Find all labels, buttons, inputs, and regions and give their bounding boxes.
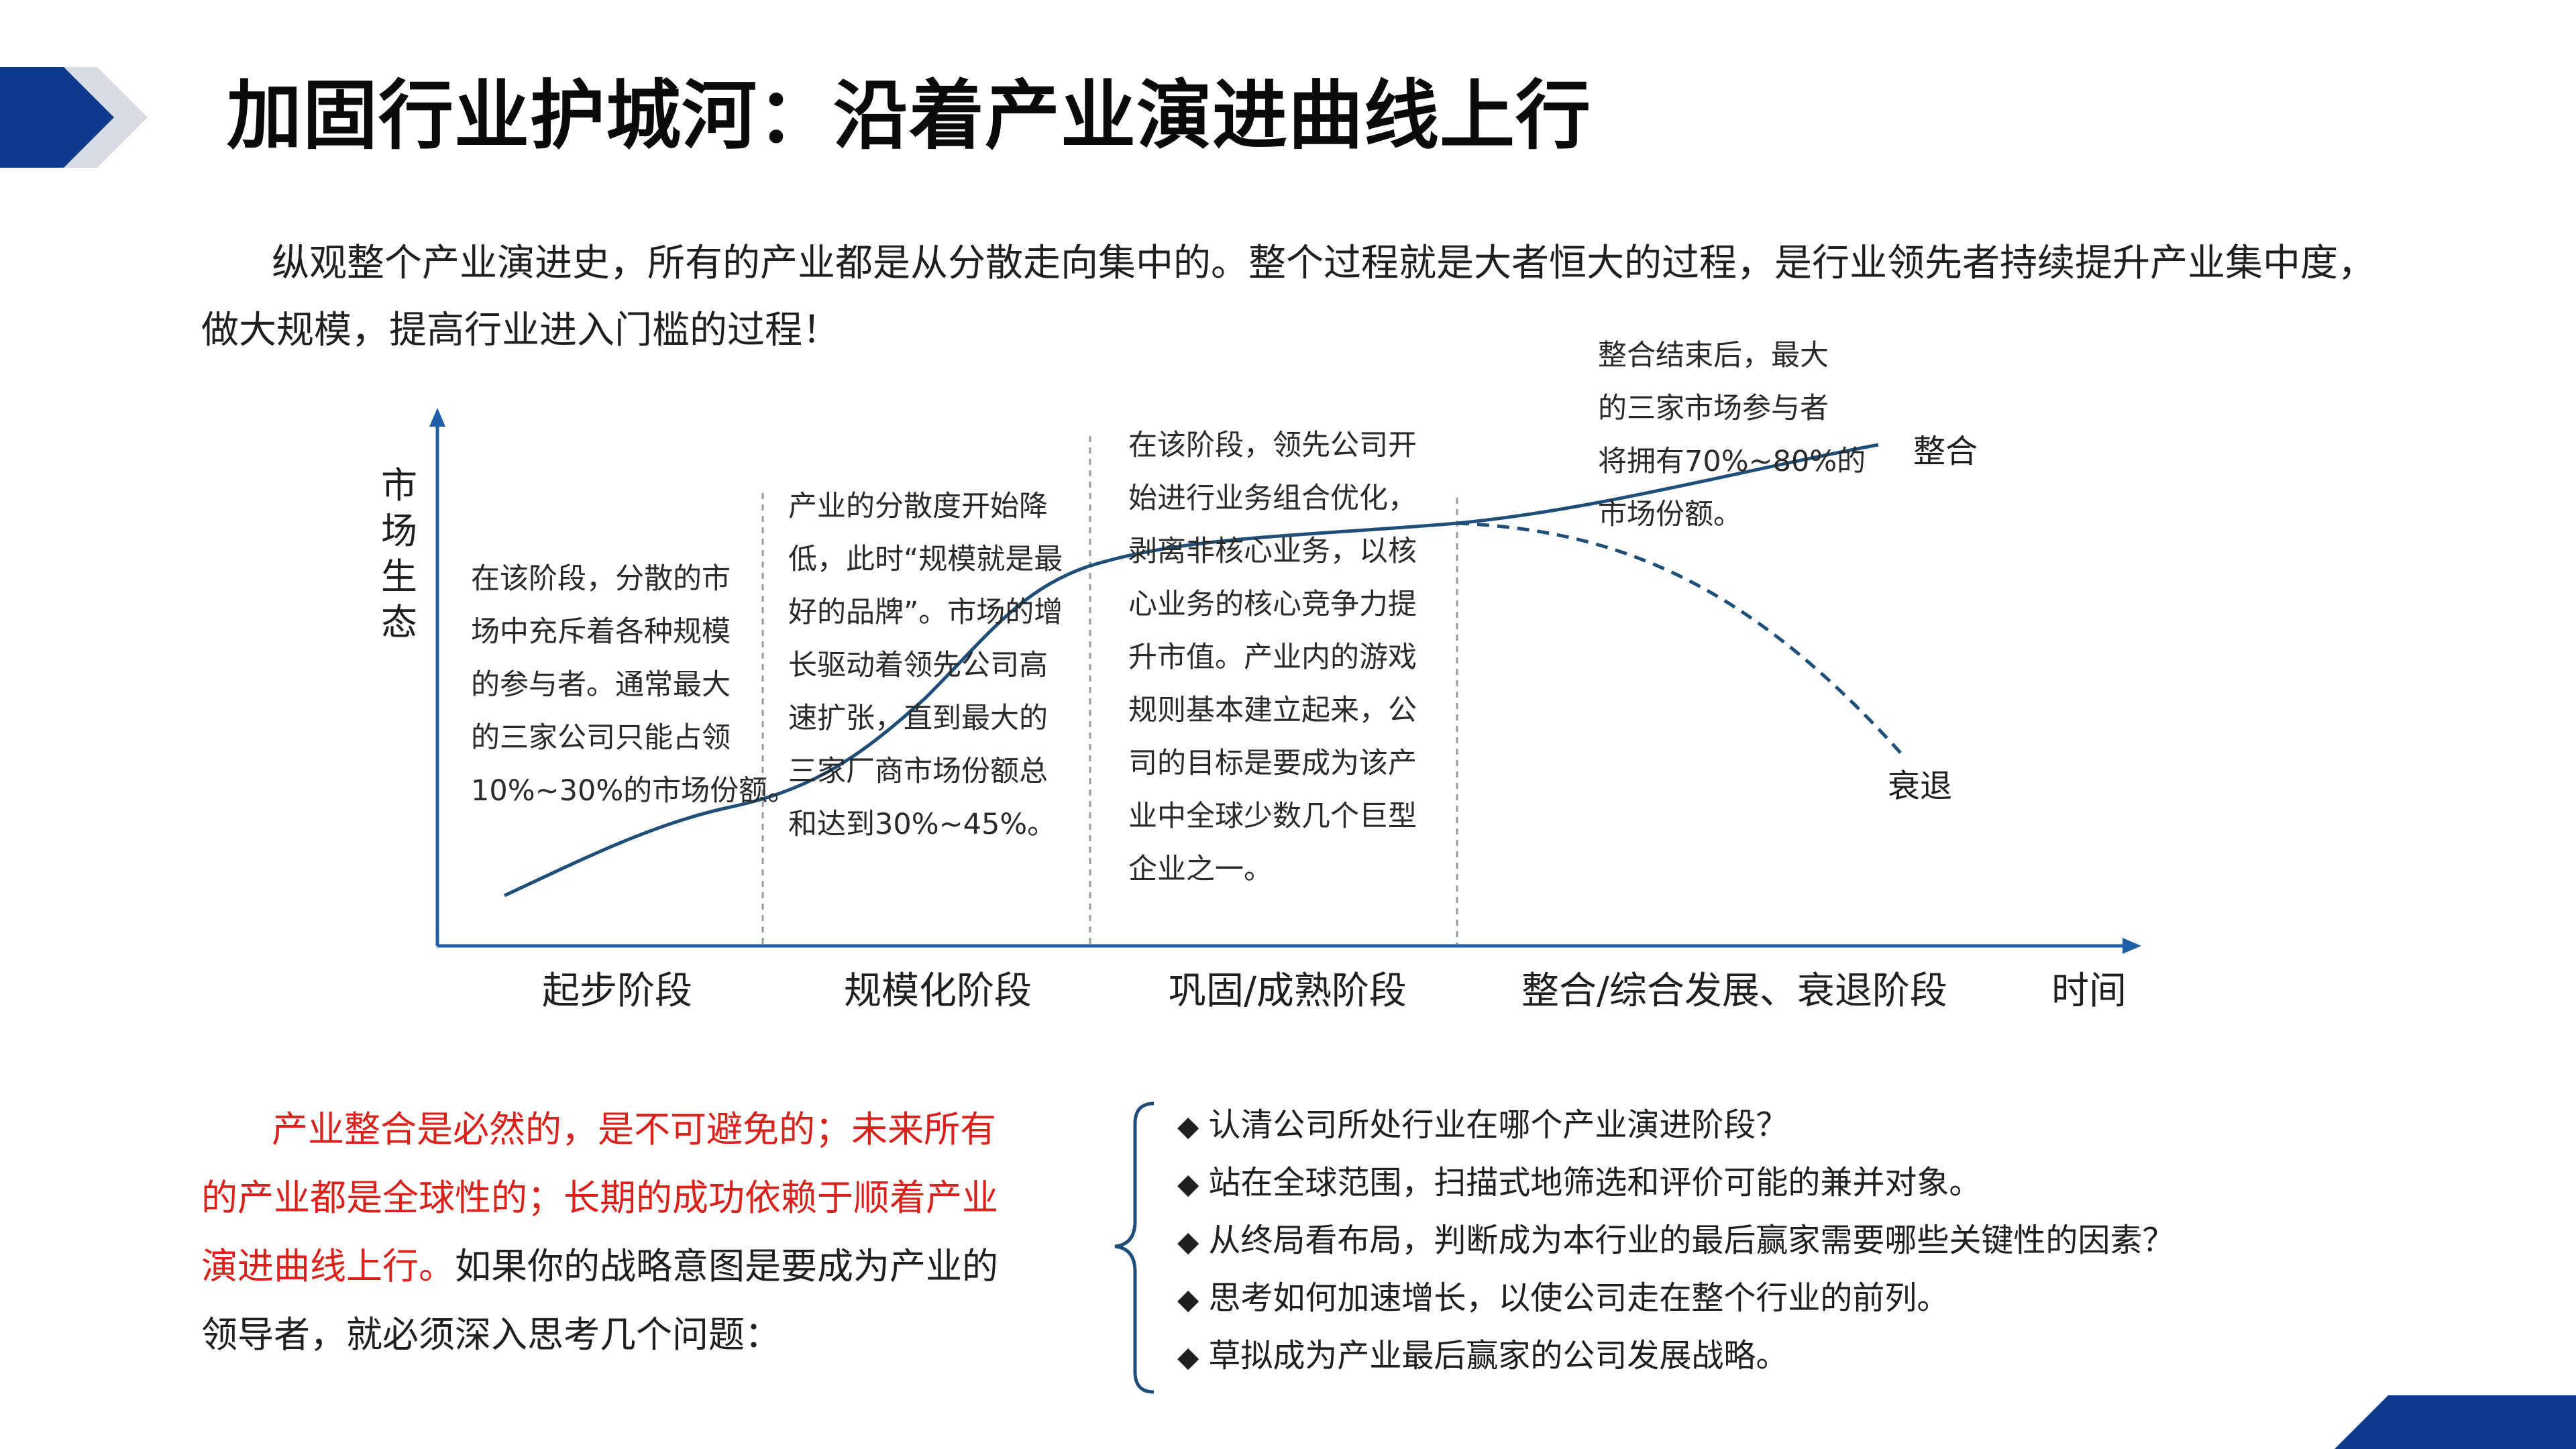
note-line: 三家厂商市场份额总 bbox=[788, 755, 1048, 788]
title-chevron-icon bbox=[0, 67, 148, 168]
note-line: 长驱动着领先公司高 bbox=[788, 649, 1048, 682]
x-axis-label: 时间 bbox=[2051, 969, 2127, 1013]
corner-decoration bbox=[2334, 1395, 2576, 1449]
question-item: ◆ 认清公司所处行业在哪个产业演进阶段？ bbox=[1177, 1096, 1788, 1155]
stage-note-startup: 在该阶段，分散的市 场中充斥着各种规模 的参与者。通常最大 的三家公司只能占领 … bbox=[471, 553, 796, 818]
stage-note-consolidation: 整合结束后，最大 的三家市场参与者 将拥有70%~80%的 市场份额。 bbox=[1598, 329, 1866, 541]
stage-note-scaling: 产业的分散度开始降 低，此时“规模就是最 好的品牌”。市场的增 长驱动着领先公司… bbox=[788, 480, 1063, 851]
brace-icon bbox=[1114, 1102, 1155, 1394]
note-line: 的三家市场参与者 bbox=[1598, 392, 1829, 425]
question-text: 草拟成为产业最后赢家的公司发展战略。 bbox=[1208, 1337, 1788, 1375]
diamond-bullet-icon: ◆ bbox=[1177, 1225, 1199, 1258]
note-line: 10%~30%的市场份额。 bbox=[471, 774, 797, 808]
note-line: 整合结束后，最大 bbox=[1598, 339, 1829, 372]
stage-label-scaling: 规模化阶段 bbox=[844, 969, 1032, 1013]
diamond-bullet-icon: ◆ bbox=[1177, 1110, 1199, 1142]
conclusion-line-2: 的产业都是全球性的；长期的成功依赖于顺着产业 bbox=[201, 1177, 998, 1219]
note-line: 在该阶段，分散的市 bbox=[471, 562, 731, 596]
note-line: 在该阶段，领先公司开 bbox=[1128, 429, 1417, 462]
y-axis-label: 市场生态 bbox=[381, 464, 417, 643]
x-axis-arrow bbox=[2123, 938, 2141, 954]
conclusion-line-3-dark: 如果你的战略意图是要成为产业的 bbox=[455, 1245, 998, 1287]
question-item: ◆ 草拟成为产业最后赢家的公司发展战略。 bbox=[1177, 1327, 1788, 1386]
page-title: 加固行业护城河：沿着产业演进曲线上行 bbox=[227, 72, 1591, 160]
note-line: 升市值。产业内的游戏 bbox=[1128, 641, 1417, 674]
note-line: 和达到30%~45%。 bbox=[788, 808, 1057, 841]
stage-note-mature: 在该阶段，领先公司开 始进行业务组合优化， 剥离非核心业务，以核 心业务的核心竞… bbox=[1128, 419, 1417, 896]
stage-label-consolidation: 整合/综合发展、衰退阶段 bbox=[1521, 969, 1947, 1013]
question-text: 思考如何加速增长，以使公司走在整个行业的前列。 bbox=[1208, 1279, 1949, 1317]
intro-paragraph-line-2: 做大规模，提高行业进入门槛的过程！ bbox=[201, 309, 840, 352]
question-text: 从终局看布局，判断成为本行业的最后赢家需要哪些关键性的因素？ bbox=[1208, 1222, 2175, 1259]
conclusion-line-3: 演进曲线上行。如果你的战略意图是要成为产业的 bbox=[201, 1232, 998, 1301]
note-line: 心业务的核心竞争力提 bbox=[1128, 588, 1417, 621]
decline-curve bbox=[1456, 521, 1907, 759]
note-line: 速扩张，直到最大的 bbox=[788, 702, 1048, 735]
note-line: 将拥有70%~80%的 bbox=[1598, 445, 1866, 478]
curve-label-consolidation: 整合 bbox=[1913, 433, 1978, 470]
note-line: 司的目标是要成为该产 bbox=[1128, 747, 1417, 780]
question-item: ◆ 从终局看布局，判断成为本行业的最后赢家需要哪些关键性的因素？ bbox=[1177, 1212, 2174, 1271]
note-line: 规则基本建立起来，公 bbox=[1128, 694, 1417, 727]
note-line: 的三家公司只能占领 bbox=[471, 721, 731, 755]
curve-label-decline: 衰退 bbox=[1888, 767, 1953, 805]
y-axis-arrow bbox=[429, 408, 445, 427]
note-line: 产业的分散度开始降 bbox=[788, 490, 1048, 523]
note-line: 始进行业务组合优化， bbox=[1128, 482, 1417, 515]
stage-label-startup: 起步阶段 bbox=[542, 969, 692, 1013]
question-item: ◆ 思考如何加速增长，以使公司走在整个行业的前列。 bbox=[1177, 1269, 1949, 1328]
conclusion-line-1: 产业整合是必然的，是不可避免的；未来所有 bbox=[272, 1108, 996, 1150]
stage-label-mature: 巩固/成熟阶段 bbox=[1169, 969, 1407, 1013]
note-line: 企业之一。 bbox=[1128, 853, 1273, 886]
note-line: 低，此时“规模就是最 bbox=[788, 543, 1063, 576]
evolution-curve bbox=[503, 443, 1879, 898]
question-item: ◆ 站在全球范围，扫描式地筛选和评价可能的兼并对象。 bbox=[1177, 1154, 1981, 1213]
note-line: 业中全球少数几个巨型 bbox=[1128, 800, 1417, 833]
diamond-bullet-icon: ◆ bbox=[1177, 1340, 1199, 1373]
intro-paragraph-line-1: 纵观整个产业演进史，所有的产业都是从分散走向集中的。整个过程就是大者恒大的过程，… bbox=[272, 241, 2375, 285]
conclusion-line-3-red: 演进曲线上行。 bbox=[201, 1245, 455, 1287]
diamond-bullet-icon: ◆ bbox=[1177, 1283, 1199, 1316]
note-line: 好的品牌”。市场的增 bbox=[788, 596, 1063, 629]
note-line: 的参与者。通常最大 bbox=[471, 668, 731, 702]
note-line: 剥离非核心业务，以核 bbox=[1128, 535, 1417, 568]
note-line: 场中充斥着各种规模 bbox=[471, 615, 731, 649]
diamond-bullet-icon: ◆ bbox=[1177, 1167, 1199, 1200]
question-text: 站在全球范围，扫描式地筛选和评价可能的兼并对象。 bbox=[1208, 1164, 1982, 1201]
conclusion-line-4: 领导者，就必须深入思考几个问题： bbox=[201, 1313, 781, 1356]
question-text: 认清公司所处行业在哪个产业演进阶段？ bbox=[1208, 1106, 1788, 1144]
note-line: 市场份额。 bbox=[1598, 498, 1742, 531]
